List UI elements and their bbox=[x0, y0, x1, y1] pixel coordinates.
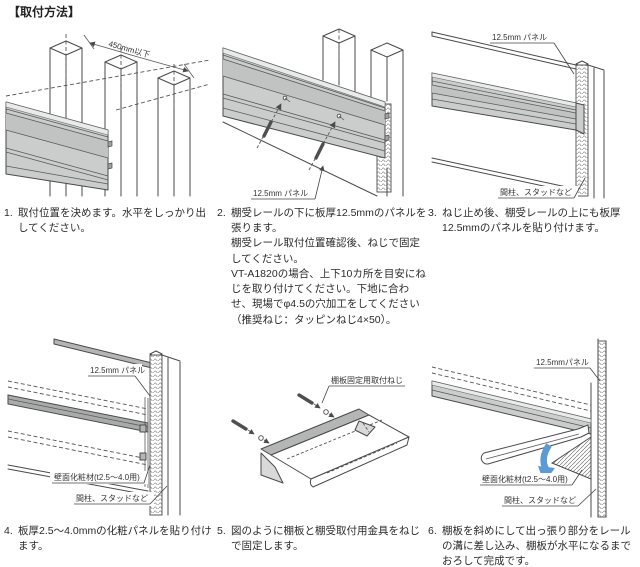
finish-callout: 壁面化粧材(t2.5〜4.0用) bbox=[478, 469, 583, 486]
step-2-caption: 2. 棚受レールの下に板厚12.5mmのパネルを張ります。 棚受レール取付位置確… bbox=[217, 206, 429, 328]
step-number: 5. bbox=[217, 525, 226, 537]
stud bbox=[149, 350, 181, 516]
step-1-caption: 1. 取付位置を決めます。水平をしっかり出してください。 bbox=[4, 206, 216, 236]
bracket bbox=[550, 436, 592, 480]
stud-label: 間柱、スタッドなど bbox=[500, 187, 572, 197]
step-text: 板厚2.5〜4.0mmの化粧パネルを貼り付けます。 bbox=[18, 525, 212, 553]
step-4-panel: 12.5mm パネル 壁面化粧材(t2.5〜4.0用) 間柱、スタッドなど 4.… bbox=[4, 333, 216, 554]
shelf-rail bbox=[431, 72, 585, 135]
step-4-caption: 4. 板厚2.5〜4.0mmの化粧パネルを貼り付けます。 bbox=[4, 524, 216, 554]
shelf-rail bbox=[5, 101, 113, 191]
stud-callout: 間柱、スタッドなど bbox=[496, 177, 586, 200]
wall-layers bbox=[7, 380, 149, 496]
panel-label: 12.5mm パネル bbox=[253, 189, 308, 198]
step-text: 棚受レールの下に板厚12.5mmのパネルを張ります。 棚受レール取付位置確認後、… bbox=[231, 207, 427, 326]
panel-label: 12.5mmパネル bbox=[536, 358, 589, 367]
stud-callout: 間柱、スタッドなど bbox=[500, 488, 597, 508]
step-4-diagram: 12.5mm パネル 壁面化粧材(t2.5〜4.0用) 間柱、スタッドなど bbox=[7, 338, 181, 516]
step-text: 取付位置を決めます。水平をしっかり出してください。 bbox=[18, 207, 206, 235]
shelf-rail bbox=[222, 47, 390, 159]
dimension: 450mm以下 bbox=[83, 34, 195, 79]
shelf-board bbox=[480, 424, 590, 465]
step-6-caption: 6. 棚板を斜めにして出っ張り部分をレールの溝に差し込み、棚板が水平になるまでお… bbox=[428, 524, 640, 567]
dimension-label: 450mm以下 bbox=[107, 39, 151, 59]
step-1-panel: 450mm以下 1. 取付位置を決めます。水平をしっかり出してください。 bbox=[4, 18, 216, 236]
page-title: 【取付方法】 bbox=[8, 5, 81, 19]
step-text: 図のように棚板と棚受取付用金具をねじで固定します。 bbox=[231, 525, 420, 553]
top-panel-edge bbox=[53, 338, 153, 369]
step-5-panel: 棚板固定用取付ねじ bbox=[217, 333, 429, 554]
step-2-diagram: 12.5mm パネル bbox=[222, 28, 404, 200]
step-text: 棚板を斜めにして出っ張り部分をレールの溝に差し込み、棚板が水平になるまでおろして… bbox=[442, 525, 631, 567]
screws bbox=[231, 393, 335, 444]
panel-label: 12.5mm パネル bbox=[492, 33, 547, 42]
step-3-diagram: 12.5mm パネル 間柱、スタッドなど bbox=[431, 31, 605, 200]
panel-callout: 12.5mm パネル bbox=[490, 33, 575, 75]
stud bbox=[575, 60, 605, 199]
panel-callout: 12.5mm パネル bbox=[86, 364, 151, 397]
panel-sheet-below bbox=[222, 121, 378, 197]
step-3-caption: 3. ねじ止め後、棚受レールの上にも板厚12.5mmのパネルを貼り付けます。 bbox=[428, 206, 640, 236]
step-text: ねじ止め後、棚受レールの上にも板厚12.5mmのパネルを貼り付けます。 bbox=[442, 207, 621, 235]
panel-callout: 12.5mmパネル bbox=[532, 356, 601, 382]
finish-label: 壁面化粧材(t2.5〜4.0用) bbox=[54, 472, 140, 482]
stud-label: 間柱、スタッドなど bbox=[504, 495, 576, 505]
step-5-diagram: 棚板固定用取付ねじ bbox=[231, 375, 410, 488]
guide-lines bbox=[5, 59, 211, 111]
finish-label: 壁面化粧材(t2.5〜4.0用) bbox=[482, 474, 568, 484]
step-6-diagram: 12.5mmパネル 壁面化粧材(t2.5〜4.0用) 間柱、スタッドなど bbox=[431, 338, 607, 518]
rail-and-panel bbox=[431, 366, 592, 435]
step-number: 6. bbox=[428, 525, 437, 537]
stud-label: 間柱、スタッドなど bbox=[76, 493, 148, 503]
step-number: 1. bbox=[4, 207, 13, 219]
shelf-board bbox=[260, 408, 410, 488]
step-5-caption: 5. 図のように棚板と棚受取付用金具をねじで固定します。 bbox=[217, 524, 429, 554]
step-6-panel: 12.5mmパネル 壁面化粧材(t2.5〜4.0用) 間柱、スタッドなど 6. … bbox=[428, 333, 640, 567]
step-3-panel: 12.5mm パネル 間柱、スタッドなど 3. ねじ止め後、棚受レールの上にも板… bbox=[428, 18, 640, 236]
screw-callout: 棚板固定用取付ねじ bbox=[321, 375, 405, 404]
panel-callout: 12.5mm パネル bbox=[251, 165, 325, 200]
step-number: 2. bbox=[217, 207, 226, 219]
step-number: 3. bbox=[428, 207, 437, 219]
finish-callout: 壁面化粧材(t2.5〜4.0用) bbox=[50, 464, 151, 484]
step-number: 4. bbox=[4, 525, 13, 537]
step-1-diagram: 450mm以下 bbox=[5, 34, 211, 197]
screw-label: 棚板固定用取付ねじ bbox=[331, 375, 403, 385]
stud-callout: 間柱、スタッドなど bbox=[72, 485, 168, 506]
step-2-panel: 12.5mm パネル 2. 棚受レールの下に板厚12.5mmのパネルを張ります。… bbox=[217, 18, 429, 328]
upper-panel bbox=[431, 31, 577, 70]
screws bbox=[256, 95, 345, 171]
panel-label: 12.5mm パネル bbox=[90, 366, 145, 375]
